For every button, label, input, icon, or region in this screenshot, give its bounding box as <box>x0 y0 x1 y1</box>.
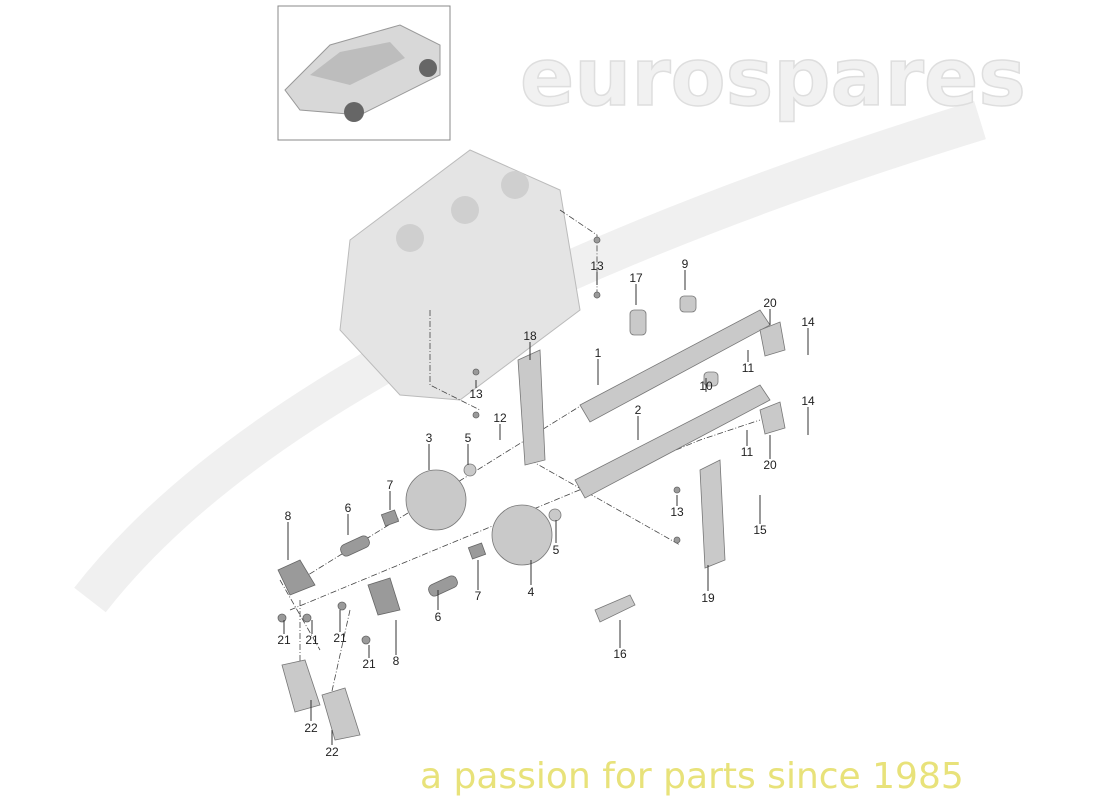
callout-16: 16 <box>613 647 627 661</box>
cylinder-head <box>339 149 581 401</box>
callout-11: 11 <box>741 445 754 459</box>
callout-9: 9 <box>682 257 689 271</box>
callout-15: 15 <box>753 523 767 537</box>
callout-20: 20 <box>763 458 777 472</box>
callout-20: 20 <box>763 296 777 310</box>
callout-8: 8 <box>393 654 400 668</box>
tappet-9 <box>679 295 697 313</box>
callout-7: 7 <box>475 589 482 603</box>
callout-2: 2 <box>635 403 642 417</box>
tappet-17 <box>629 309 647 336</box>
callout-8: 8 <box>285 509 292 523</box>
callout-13: 13 <box>469 387 483 401</box>
callout-18: 18 <box>523 329 537 343</box>
callout-7: 7 <box>387 478 394 492</box>
callout-6: 6 <box>435 610 442 624</box>
callout-19: 19 <box>701 591 715 605</box>
callout-13: 13 <box>590 259 604 273</box>
solenoid-6 <box>340 535 370 557</box>
callout-14: 14 <box>801 394 815 408</box>
callout-21: 21 <box>333 631 347 645</box>
parts <box>277 236 786 741</box>
callout-21: 21 <box>362 657 376 671</box>
callout-3: 3 <box>426 431 433 445</box>
callout-21: 21 <box>277 633 291 647</box>
tappet-10 <box>703 371 719 387</box>
leader-lines <box>283 270 809 745</box>
callout-11: 11 <box>742 361 755 375</box>
watermark: eurospares a passion for parts since 198… <box>74 30 1027 797</box>
sealant-16 <box>594 594 636 623</box>
callout-22: 22 <box>325 745 339 759</box>
callout-10: 10 <box>699 379 713 393</box>
callout-22: 22 <box>304 721 318 735</box>
camshaft-adjuster-4 <box>491 504 553 566</box>
callout-6: 6 <box>345 501 352 515</box>
watermark-tagline: a passion for parts since 1985 <box>420 756 964 797</box>
cover-8 <box>277 559 316 596</box>
callout-labels: 1 2 3 4 5 5 6 6 7 7 8 8 9 10 11 11 12 13… <box>277 257 815 759</box>
callout-5: 5 <box>465 431 472 445</box>
callout-21: 21 <box>305 633 319 647</box>
callout-4: 4 <box>528 585 535 599</box>
bracket-19 <box>699 459 726 569</box>
callout-17: 17 <box>629 271 643 285</box>
callout-5: 5 <box>553 543 560 557</box>
callout-13: 13 <box>670 505 684 519</box>
car-thumbnail <box>277 5 451 141</box>
bracket-18 <box>517 349 546 466</box>
callout-14: 14 <box>801 315 815 329</box>
camshaft-adjuster-3 <box>405 469 467 531</box>
watermark-brand: eurospares <box>520 31 1026 124</box>
callout-1: 1 <box>595 346 602 360</box>
callout-12: 12 <box>493 411 507 425</box>
exhaust-camshaft <box>574 384 771 499</box>
sensor-22 <box>281 659 321 713</box>
